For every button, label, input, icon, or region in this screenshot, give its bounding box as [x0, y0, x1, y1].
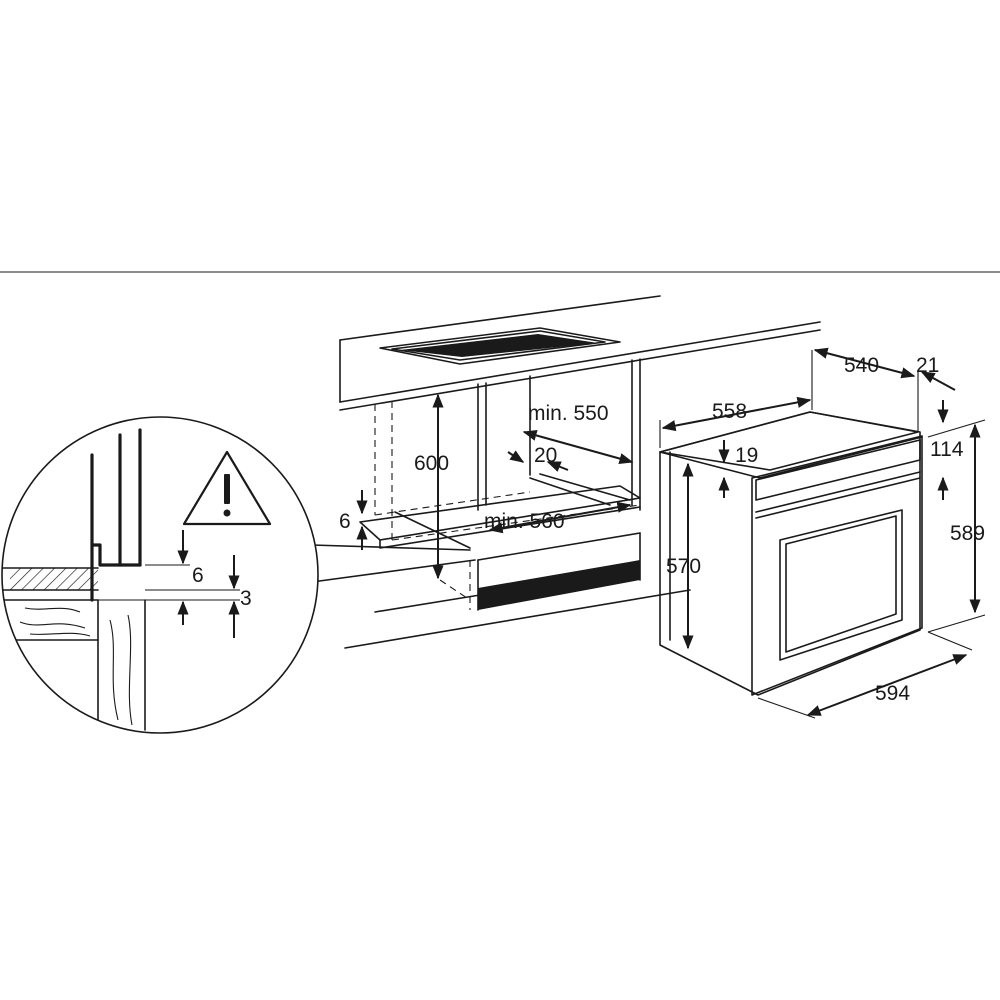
label-540: 540 — [844, 354, 879, 377]
cabinet-dimensions — [356, 393, 634, 580]
label-detail-3: 3 — [240, 587, 252, 610]
label-21: 21 — [916, 354, 939, 377]
label-detail-6: 6 — [192, 564, 204, 587]
label-570: 570 — [666, 555, 701, 578]
hob — [379, 327, 621, 365]
label-min-550: min. 550 — [528, 402, 609, 425]
oven — [659, 411, 923, 696]
detail-circle — [1, 416, 319, 734]
label-594: 594 — [875, 682, 910, 705]
label-19: 19 — [735, 444, 758, 467]
detail-leader-bottom — [311, 559, 476, 583]
label-114: 114 — [930, 438, 964, 461]
label-558: 558 — [712, 400, 747, 423]
detail-leader-top — [311, 544, 471, 551]
cabinet-group — [339, 295, 821, 649]
label-600: 600 — [414, 452, 449, 475]
warning-triangle-icon — [182, 450, 272, 526]
oven-dimensions — [659, 347, 986, 719]
label-gap-6: 6 — [339, 510, 351, 533]
label-589: 589 — [950, 522, 985, 545]
label-20: 20 — [534, 444, 557, 467]
detail-view — [1, 416, 319, 734]
label-min-560: min. 560 — [484, 510, 565, 533]
